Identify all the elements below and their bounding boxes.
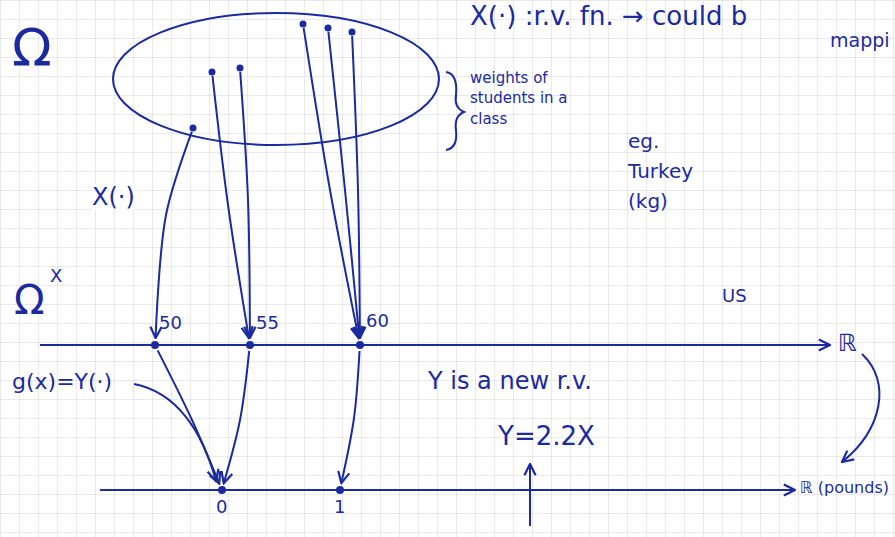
lower-axis xyxy=(100,489,795,491)
mapping-arrow xyxy=(341,351,359,483)
ellipse-outline xyxy=(112,12,440,146)
mapping-arrow xyxy=(304,28,359,338)
note-text: mappi xyxy=(830,30,890,51)
brace xyxy=(446,72,464,150)
mapping-arrow xyxy=(240,72,250,338)
note-text: X(·) :r.v. fn. → could b xyxy=(470,2,747,31)
set-symbol: Ω xyxy=(12,20,52,77)
formula: Y=2.2X xyxy=(498,422,595,451)
set-outline xyxy=(113,13,439,145)
outcome-dot xyxy=(209,69,216,76)
point-dot xyxy=(151,341,159,349)
point-dot xyxy=(336,486,344,494)
axis-name: ℝ xyxy=(838,330,857,356)
mapping-arrow xyxy=(158,350,220,483)
range-superscript: X xyxy=(50,266,62,286)
mapping-arrow xyxy=(156,132,192,338)
value-label: 0 xyxy=(216,497,227,517)
value-point: 0 xyxy=(217,485,227,495)
outcome-dot xyxy=(325,25,332,32)
unit-conversion-arrow xyxy=(842,354,879,462)
value-label: 50 xyxy=(159,313,182,333)
axis-name: ℝ (pounds) xyxy=(800,479,889,497)
value-label: 1 xyxy=(334,497,345,517)
outcome-dot xyxy=(237,65,244,72)
function-name: g(x)=Y(·) xyxy=(12,370,112,394)
set-ellipse: Ω xyxy=(112,12,440,146)
note-text: Y is a new r.v. xyxy=(428,368,592,394)
outcome-dot xyxy=(190,125,197,132)
mapping-arrow xyxy=(328,32,359,338)
set-description: weights of students in a class xyxy=(470,68,592,129)
value-point: 60 xyxy=(355,340,365,350)
value-label: 60 xyxy=(366,311,389,331)
value-point: 1 xyxy=(335,485,345,495)
conversion-label: US xyxy=(722,286,747,306)
mapping-arrow xyxy=(352,36,360,338)
pointer-arrow xyxy=(529,464,531,526)
outcome-dot xyxy=(349,29,356,36)
function-arrow xyxy=(134,384,216,481)
example-note: eg. Turkey (kg) xyxy=(628,126,712,216)
value-label: 55 xyxy=(256,313,279,333)
point-dot xyxy=(246,341,254,349)
value-point: 55 xyxy=(245,340,255,350)
range-symbol: Ω xyxy=(14,278,45,322)
edge-label: X(·) xyxy=(92,184,135,210)
mapping-arrow xyxy=(224,351,249,483)
value-point: 50 xyxy=(150,340,160,350)
point-dot xyxy=(218,486,226,494)
point-dot xyxy=(356,341,364,349)
outcome-dot xyxy=(300,21,307,28)
